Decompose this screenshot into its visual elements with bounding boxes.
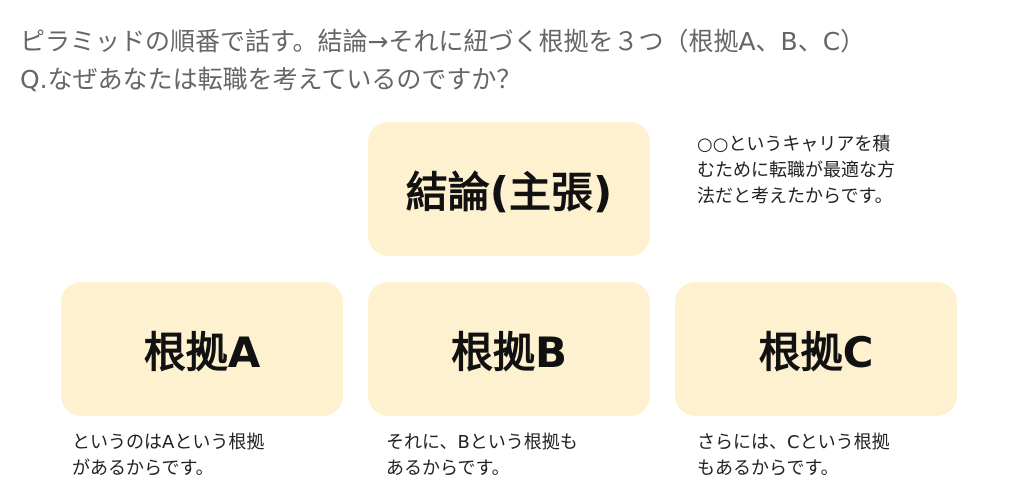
reason-b-note: それに、Bという根拠も あるからです。 xyxy=(386,432,578,479)
conclusion-label: 結論(主張) xyxy=(405,167,613,217)
reason-c-note: さらには、Cという根拠 もあるからです。 xyxy=(697,432,890,479)
reason-b-box: 根拠B xyxy=(368,282,650,416)
reason-a-note: というのはAという根拠 があるからです。 xyxy=(72,432,265,479)
reason-c-label: 根拠C xyxy=(758,327,874,377)
conclusion-box: 結論(主張) xyxy=(368,122,650,256)
instruction-text: ピラミッドの順番で話す。結論→それに紐づく根拠を３つ（根拠A、B、C） xyxy=(20,27,866,56)
conclusion-note: ○○というキャリアを積 むために転職が最適な方 法だと考えたからです。 xyxy=(697,134,895,207)
question-text: Q.なぜあなたは転職を考えているのですか？ xyxy=(20,65,522,94)
reason-a-box: 根拠A xyxy=(61,282,343,416)
reason-c-box: 根拠C xyxy=(675,282,957,416)
reason-a-label: 根拠A xyxy=(143,327,261,377)
reason-b-label: 根拠B xyxy=(450,327,567,377)
